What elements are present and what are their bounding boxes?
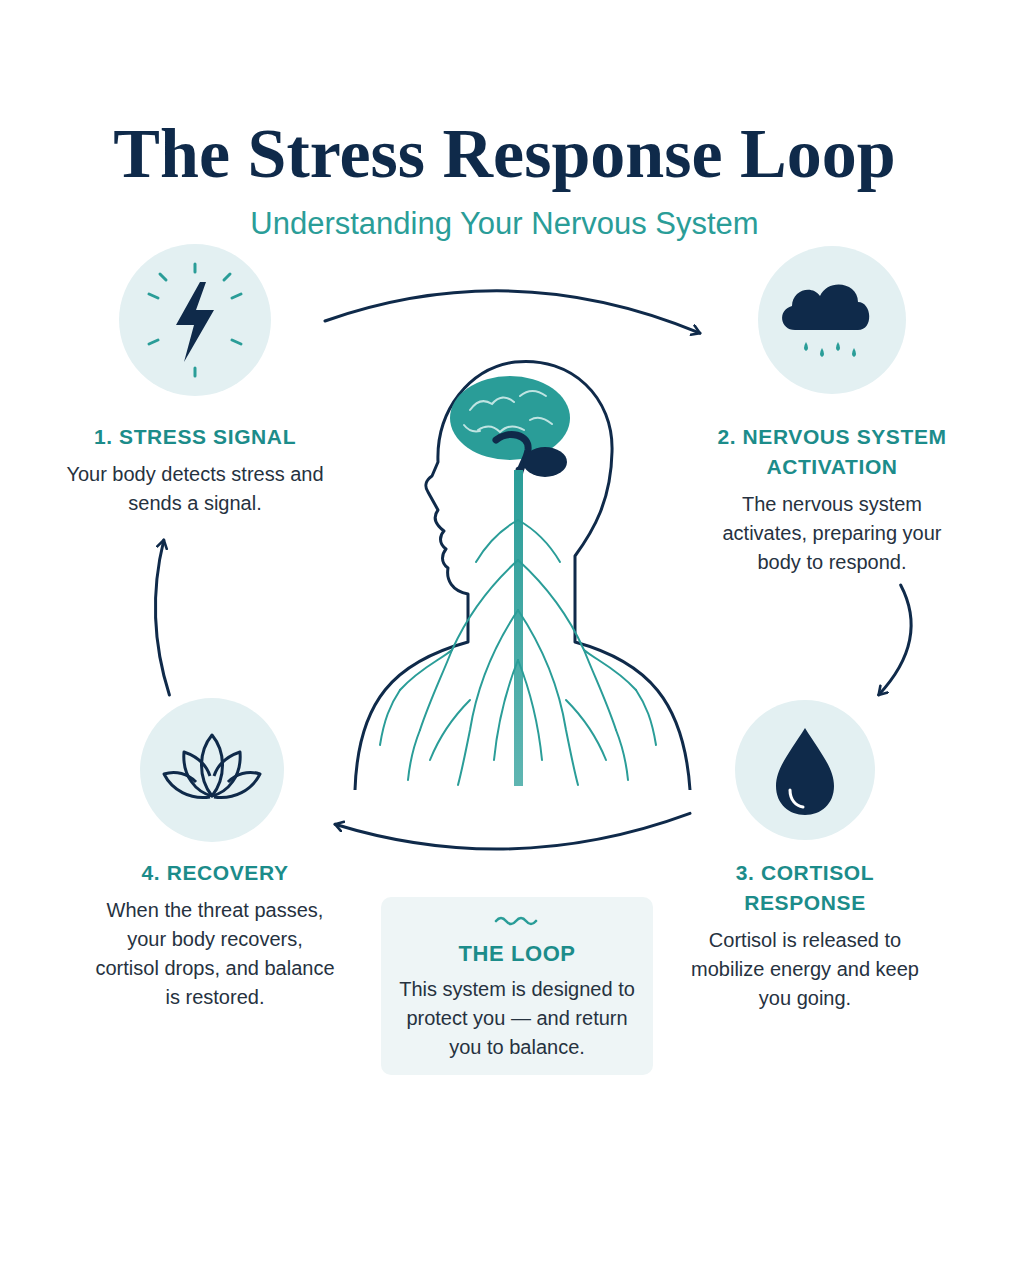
node-heading: 3. CORTISOL RESPONSE bbox=[690, 858, 920, 918]
lotus-icon bbox=[164, 735, 260, 798]
cloud-icon bbox=[782, 285, 869, 357]
icon-circle bbox=[735, 700, 875, 840]
node-body: This system is designed to protect you —… bbox=[395, 975, 639, 1062]
node-heading: 4. RECOVERY bbox=[95, 858, 335, 888]
cycle-arrow bbox=[335, 813, 690, 849]
node-body: Your body detects stress and sends a sig… bbox=[65, 460, 325, 518]
cycle-arrow bbox=[325, 291, 700, 333]
icon-circle bbox=[119, 244, 271, 396]
node-body: When the threat passes, your body recove… bbox=[95, 896, 335, 1012]
step-node: 3. CORTISOL RESPONSE Cortisol is released… bbox=[690, 695, 920, 1015]
wave-symbol bbox=[496, 918, 536, 924]
node-heading: THE LOOP bbox=[395, 939, 639, 969]
step-node: 4. RECOVERY When the threat passes, your … bbox=[95, 695, 335, 1035]
diagram-title: The Stress Response Loop bbox=[0, 112, 1009, 196]
node-heading: 1. STRESS SIGNAL bbox=[65, 422, 325, 452]
person-illustration bbox=[355, 361, 690, 790]
step-node: 1. STRESS SIGNAL Your body detects stress… bbox=[65, 240, 325, 540]
summary-box: THE LOOP This system is designed to prote… bbox=[381, 897, 653, 1075]
subtitle-label: Understanding Your Nervous System bbox=[0, 204, 1009, 244]
node-body: Cortisol is released to mobilize energy … bbox=[690, 926, 920, 1013]
step-node: 2. NERVOUS SYSTEM ACTIVATION The nervous … bbox=[700, 240, 964, 585]
node-body: The nervous system activates, preparing … bbox=[700, 490, 964, 577]
lightning-icon bbox=[149, 264, 241, 376]
icon-circle bbox=[140, 698, 284, 842]
cycle-arrow bbox=[155, 540, 169, 695]
cycle-arrow bbox=[879, 585, 912, 695]
icon-circle bbox=[758, 246, 906, 394]
node-heading: 2. NERVOUS SYSTEM ACTIVATION bbox=[700, 422, 964, 482]
droplet-icon bbox=[776, 728, 834, 815]
